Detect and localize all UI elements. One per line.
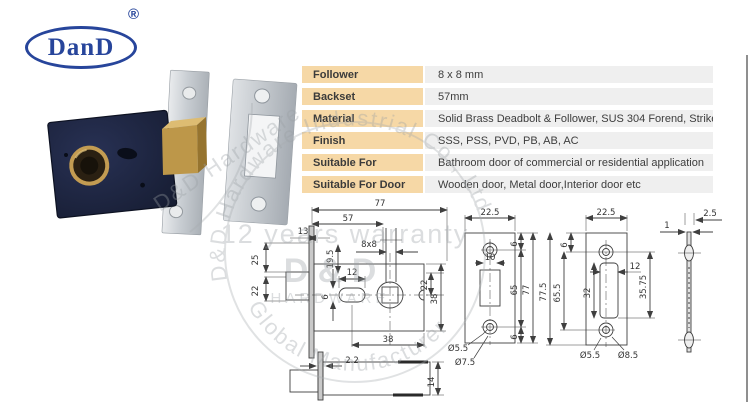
dim-label: 8x8 xyxy=(361,240,377,250)
dim-label: 77 xyxy=(375,199,386,209)
dim-label: 6 xyxy=(321,294,331,299)
dim-label: 22.5 xyxy=(597,208,616,218)
dim-label: Ø7.5 xyxy=(455,357,475,368)
spec-value: Bathroom door of commercial or residenti… xyxy=(425,154,713,171)
dim-label: 38 xyxy=(383,335,394,345)
spec-label: Backset xyxy=(302,88,423,105)
spec-label: Suitable For Door xyxy=(302,176,423,193)
dim-label: 38 xyxy=(430,294,440,305)
spec-value: 8 x 8 mm xyxy=(425,66,713,83)
drawing-forend-front xyxy=(546,214,655,351)
dim-label: 6 xyxy=(510,334,520,339)
strike-cutout xyxy=(244,113,281,179)
dim-label: 14 xyxy=(427,377,437,388)
dim-label: 12 xyxy=(630,262,641,272)
dim-label: 12 xyxy=(347,268,358,278)
dim-label: 77 xyxy=(522,285,532,296)
table-row: Finish SSS, PSS, PVD, PB, AB, AC xyxy=(302,132,713,149)
dim-label: 19.5 xyxy=(326,250,336,269)
product-photo xyxy=(47,69,298,236)
dim-label: 6 xyxy=(560,242,570,247)
strike-screw-hole-top xyxy=(254,88,271,104)
deadbolt-photo xyxy=(162,117,207,175)
dim-label: 32 xyxy=(583,288,593,299)
drawing-plate-side xyxy=(660,213,722,353)
spec-value: SSS, PSS, PVD, PB, AB, AC xyxy=(425,132,713,149)
dim-label: 65 xyxy=(510,285,520,296)
technical-drawings: 77 57 13 25 22 19.5 8x8 12 6 22 38 38 2.… xyxy=(251,199,722,401)
drawing-case-front xyxy=(262,206,448,359)
forend-screw-hole-top xyxy=(182,86,197,100)
spec-label: Finish xyxy=(302,132,423,149)
table-row: Suitable For Bathroom door of commercial… xyxy=(302,154,713,171)
registered-trademark-icon: ® xyxy=(128,6,140,23)
dim-label: 57 xyxy=(343,214,354,224)
spec-label: Material xyxy=(302,110,423,127)
spec-value: Wooden door, Metal door,Interior door et… xyxy=(425,176,713,193)
drawing-strike-front xyxy=(464,214,538,359)
spec-value: Solid Brass Deadbolt & Follower, SUS 304… xyxy=(425,110,713,127)
dim-label: 65.5 xyxy=(553,284,563,303)
dim-label: 10 xyxy=(485,253,496,263)
dim-label: 35.75 xyxy=(639,275,649,299)
dim-label: 2.5 xyxy=(703,209,717,219)
spec-label: Suitable For xyxy=(302,154,423,171)
dim-label: 22 xyxy=(251,286,261,297)
dim-label: Ø8.5 xyxy=(618,350,638,361)
drawing-case-side xyxy=(289,351,444,401)
dim-label: Ø5.5 xyxy=(448,343,468,354)
dim-label: 22 xyxy=(420,280,430,291)
follower-slot xyxy=(117,147,138,160)
spec-label: Follower xyxy=(302,66,423,83)
lock-body-photo xyxy=(47,109,178,219)
page-edge-line xyxy=(746,55,748,402)
dim-label: Ø5.5 xyxy=(580,350,600,361)
dim-label: 77.5 xyxy=(539,283,549,302)
dim-label: 6 xyxy=(510,241,520,246)
strike-screw-hole-bottom xyxy=(250,196,267,212)
spec-value: 57mm xyxy=(425,88,713,105)
spec-table: Follower 8 x 8 mm Backset 57mm Material … xyxy=(302,66,713,198)
table-row: Backset 57mm xyxy=(302,88,713,105)
strike-plate-photo xyxy=(223,78,298,226)
dim-label: 25 xyxy=(251,255,261,266)
dim-label: 2.2 xyxy=(345,356,359,366)
table-row: Suitable For Door Wooden door, Metal doo… xyxy=(302,176,713,193)
brand-logo: DanD xyxy=(25,26,137,69)
table-row: Follower 8 x 8 mm xyxy=(302,66,713,83)
dim-label: 22.5 xyxy=(481,208,500,218)
brand-name: DanD xyxy=(47,33,115,61)
dim-label: 1 xyxy=(664,221,669,231)
table-row: Material Solid Brass Deadbolt & Follower… xyxy=(302,110,713,127)
dim-label: 13 xyxy=(298,227,309,237)
